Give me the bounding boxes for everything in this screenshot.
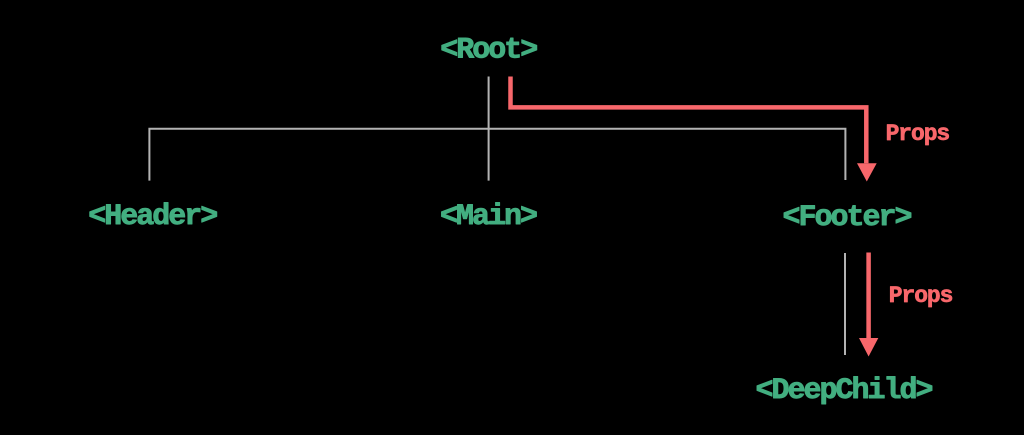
svg-text:<Footer>: <Footer> [782, 201, 911, 235]
svg-text:Props: Props [886, 121, 950, 147]
svg-text:<Main>: <Main> [440, 200, 537, 234]
svg-text:<Header>: <Header> [88, 200, 217, 234]
svg-text:<Root>: <Root> [440, 33, 537, 67]
svg-text:Props: Props [889, 283, 953, 309]
svg-text:<DeepChild>: <DeepChild> [755, 374, 932, 408]
